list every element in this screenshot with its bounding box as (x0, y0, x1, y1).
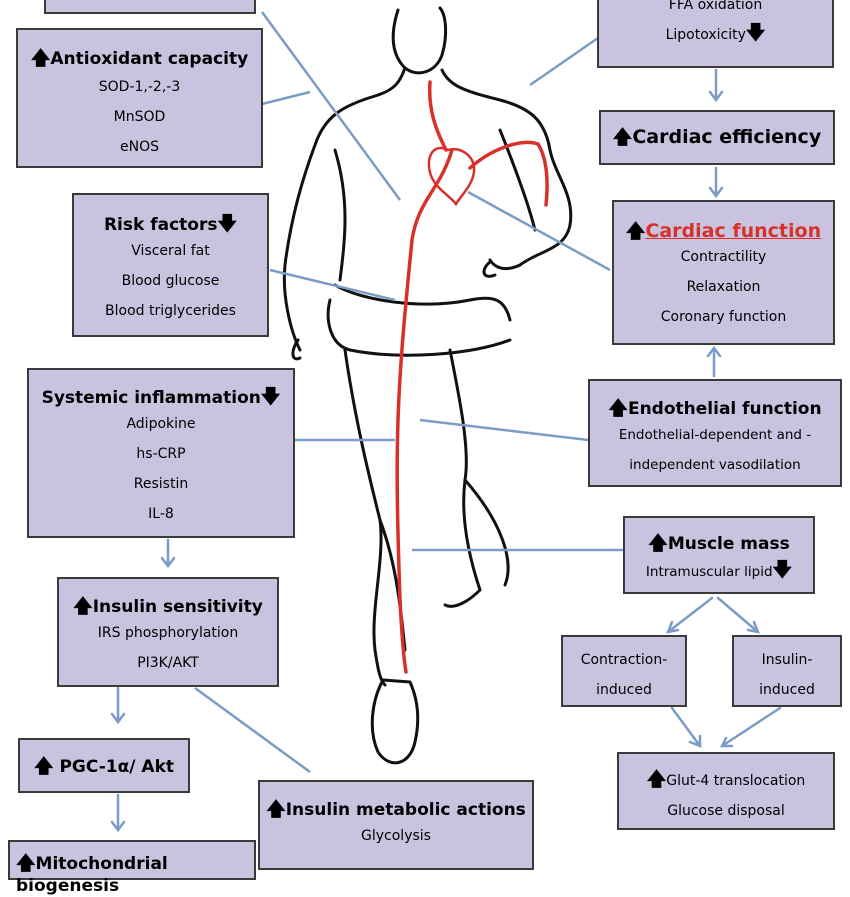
up-arrow-icon: 🡅 (608, 397, 628, 419)
box-title: Mitochondrial biogenesis (16, 854, 168, 896)
box-line: Visceral fat (74, 236, 267, 266)
box-line: FFA oxidation (599, 0, 832, 18)
down-arrow-icon: 🡇 (217, 213, 237, 235)
up-arrow-icon: 🡅 (266, 798, 286, 820)
box-title: Endothelial function (628, 399, 822, 419)
up-arrow-icon: 🡅 (31, 47, 51, 69)
box-line: Glut-4 translocation (666, 773, 805, 789)
up-arrow-icon: 🡅 (16, 852, 36, 874)
up-arrow-icon: 🡅 (647, 768, 667, 790)
box-line: hs-CRP (29, 439, 293, 469)
box-line: induced (563, 675, 685, 705)
box-title: Systemic inflammation (42, 388, 261, 408)
box-line: Blood triglycerides (74, 296, 267, 326)
up-arrow-icon: 🡅 (73, 595, 93, 617)
box-line: Glucose disposal (619, 796, 833, 826)
box-line: eNOS (18, 132, 261, 162)
box-line: MnSOD (18, 102, 261, 132)
contraction-induced-box: Contraction- induced (561, 635, 687, 707)
box-title: Insulin sensitivity (93, 597, 263, 617)
box-line: PI3K/AKT (59, 648, 277, 678)
endothelial-function-box: 🡅Endothelial function Endothelial-depend… (588, 379, 842, 487)
top-partial-box (44, 0, 256, 14)
down-arrow-icon: 🡇 (746, 22, 766, 44)
insulin-metabolic-actions-box: 🡅Insulin metabolic actions Glycolysis (258, 780, 534, 870)
ffa-oxidation-box: FFA oxidation Lipotoxicity🡇 (597, 0, 834, 68)
cardiac-efficiency-box: 🡅Cardiac efficiency (599, 110, 835, 165)
box-line: independent vasodilation (590, 450, 840, 480)
glut4-translocation-box: 🡅Glut-4 translocation Glucose disposal (617, 752, 835, 830)
box-title: Cardiac efficiency (632, 126, 821, 148)
box-line: induced (734, 675, 840, 705)
systemic-inflammation-box: Systemic inflammation🡇 Adipokine hs-CRP … (27, 368, 295, 538)
box-line: Intramuscular lipid (646, 564, 773, 580)
box-line: Blood glucose (74, 266, 267, 296)
muscle-mass-box: 🡅Muscle mass Intramuscular lipid🡇 (623, 516, 815, 594)
box-line: Contraction- (563, 645, 685, 675)
mitochondrial-biogenesis-box: 🡅Mitochondrial biogenesis (8, 840, 256, 880)
down-arrow-icon: 🡇 (773, 559, 793, 581)
box-line: SOD-1,-2,-3 (18, 72, 261, 102)
box-line: Glycolysis (260, 821, 532, 851)
blood-vessels (397, 82, 547, 672)
up-arrow-icon: 🡅 (34, 755, 54, 777)
box-line: Adipokine (29, 409, 293, 439)
box-title: Antioxidant capacity (50, 49, 248, 69)
down-arrow-icon: 🡇 (261, 386, 281, 408)
box-line: Resistin (29, 469, 293, 499)
up-arrow-icon: 🡅 (626, 220, 646, 242)
box-title: Cardiac function (645, 220, 821, 242)
box-line: Endothelial-dependent and - (590, 420, 840, 450)
insulin-induced-box: Insulin- induced (732, 635, 842, 707)
runner-figure (284, 8, 570, 763)
box-line: IRS phosphorylation (59, 618, 277, 648)
insulin-sensitivity-box: 🡅Insulin sensitivity IRS phosphorylation… (57, 577, 279, 687)
box-line: Relaxation (614, 272, 833, 302)
box-line: Contractility (614, 242, 833, 272)
box-line: IL-8 (29, 499, 293, 529)
risk-factors-box: Risk factors🡇 Visceral fat Blood glucose… (72, 193, 269, 337)
box-line: Coronary function (614, 302, 833, 332)
box-line: Insulin- (734, 645, 840, 675)
box-line: Lipotoxicity (666, 27, 746, 43)
box-title: Risk factors (104, 215, 218, 235)
cardiac-function-box: 🡅Cardiac function Contractility Relaxati… (612, 200, 835, 345)
box-title: Muscle mass (668, 534, 790, 554)
up-arrow-icon: 🡅 (613, 126, 633, 148)
pgc-akt-box: 🡅 PGC-1α/ Akt (18, 738, 190, 793)
box-title: Insulin metabolic actions (286, 800, 526, 820)
antioxidant-capacity-box: 🡅Antioxidant capacity SOD-1,-2,-3 MnSOD … (16, 28, 263, 168)
box-title: PGC-1α/ Akt (59, 757, 174, 777)
up-arrow-icon: 🡅 (648, 532, 668, 554)
